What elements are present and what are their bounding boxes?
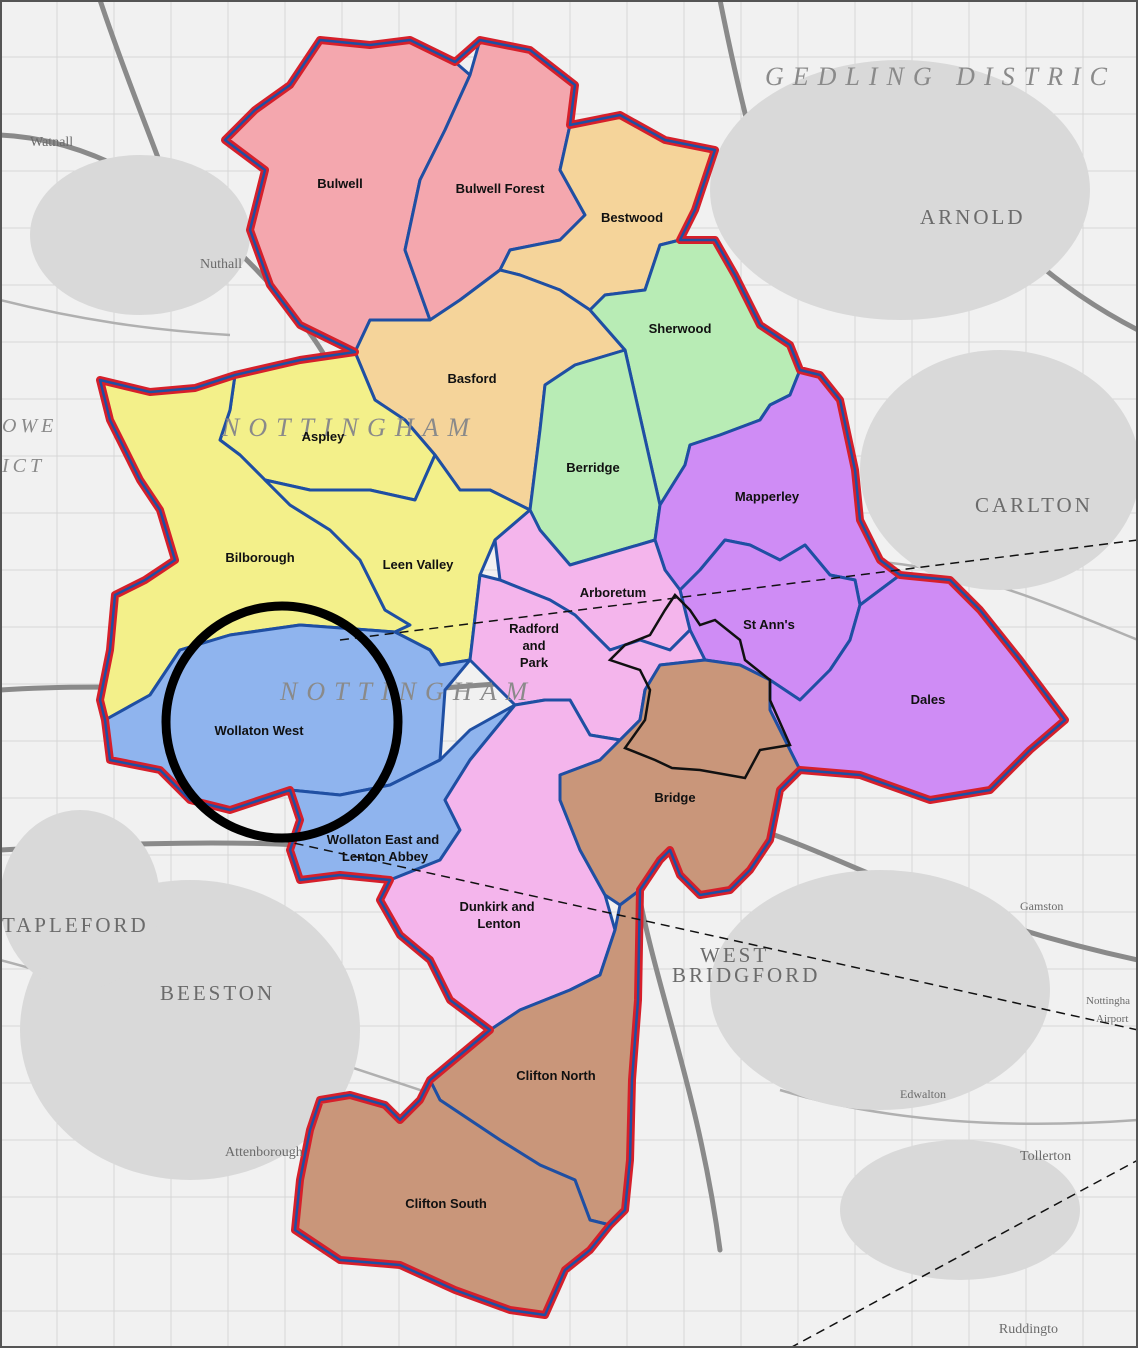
- ward-label-basford: Basford: [447, 371, 496, 386]
- place-names: ARNOLD CARLTON GEDLING DISTRIC NOTTINGHA…: [1, 62, 1130, 1337]
- ward-label-st-anns: St Ann's: [743, 617, 795, 632]
- ward-label-dales: Dales: [911, 692, 946, 707]
- ward-label-clifton-south: Clifton South: [405, 1196, 487, 1211]
- place-nuthall: Nuthall: [200, 257, 242, 272]
- ward-label-wollaton-west: Wollaton West: [214, 723, 304, 738]
- city-boundary-inner: [98, 38, 1067, 1317]
- ward-label-leen-valley: Leen Valley: [383, 557, 455, 572]
- place-erewash-2: ICT: [1, 455, 45, 477]
- ward-label-bulwell-forest: Bulwell Forest: [456, 181, 546, 196]
- ward-label-radford-line-3: Park: [520, 655, 549, 670]
- place-gamston: Gamston: [1020, 899, 1063, 913]
- place-gedling: GEDLING DISTRIC: [765, 62, 1116, 91]
- place-attenborough: Attenborough: [225, 1145, 303, 1160]
- place-tollerton: Tollerton: [1020, 1149, 1071, 1164]
- wards: [98, 38, 1067, 1317]
- place-edwalton: Edwalton: [900, 1087, 946, 1101]
- ward-label-berridge: Berridge: [566, 460, 619, 475]
- place-nottingham-airport: Nottingha: [1086, 995, 1130, 1007]
- ward-label-sherwood: Sherwood: [649, 321, 712, 336]
- place-watnall: Watnall: [30, 135, 73, 150]
- city-centre-boundary: [607, 593, 792, 780]
- ward-labels: Bulwell Bulwell Forest Bestwood Basford …: [214, 176, 945, 1211]
- place-ruddington: Ruddingto: [999, 1322, 1058, 1337]
- ward-label-arboretum: Arboretum: [580, 585, 646, 600]
- ward-label-wollaton-east-line-2: Lenton Abbey: [342, 849, 429, 864]
- place-carlton: CARLTON: [975, 493, 1093, 517]
- focus-circle: [161, 601, 403, 843]
- ward-label-bilborough: Bilborough: [225, 550, 294, 565]
- ward-label-radford-line-1: Radford: [509, 621, 559, 636]
- ward-label-bestwood: Bestwood: [601, 210, 663, 225]
- ward-label-bulwell: Bulwell: [317, 176, 363, 191]
- place-nottingham-upper: NOTTINGHAM: [221, 413, 478, 442]
- place-nottingham-lower: NOTTINGHAM: [279, 677, 536, 706]
- ward-label-clifton-north: Clifton North: [516, 1068, 595, 1083]
- ward-label-aspley: Aspley: [302, 429, 345, 444]
- place-arnold: ARNOLD: [920, 205, 1026, 229]
- ward-label-dunkirk-line-1: Dunkirk and: [459, 899, 534, 914]
- ward-label-radford-line-2: and: [522, 638, 545, 653]
- ward-label-dunkirk-line-2: Lenton: [477, 916, 520, 931]
- urban-areas: [0, 60, 1138, 1280]
- place-stapleford: TAPLEFORD: [2, 913, 149, 937]
- place-erewash: OWE: [2, 415, 57, 437]
- place-west-bridgford-2: BRIDGFORD: [672, 963, 820, 987]
- place-beeston: BEESTON: [160, 981, 275, 1005]
- ward-label-mapperley: Mapperley: [735, 489, 800, 504]
- ward-label-wollaton-east-line-1: Wollaton East and: [327, 832, 439, 847]
- place-airport: Airport: [1096, 1013, 1128, 1025]
- dashed-lines: [279, 539, 1138, 1348]
- ward-label-bridge: Bridge: [654, 790, 695, 805]
- place-west-bridgford: WEST: [700, 943, 769, 967]
